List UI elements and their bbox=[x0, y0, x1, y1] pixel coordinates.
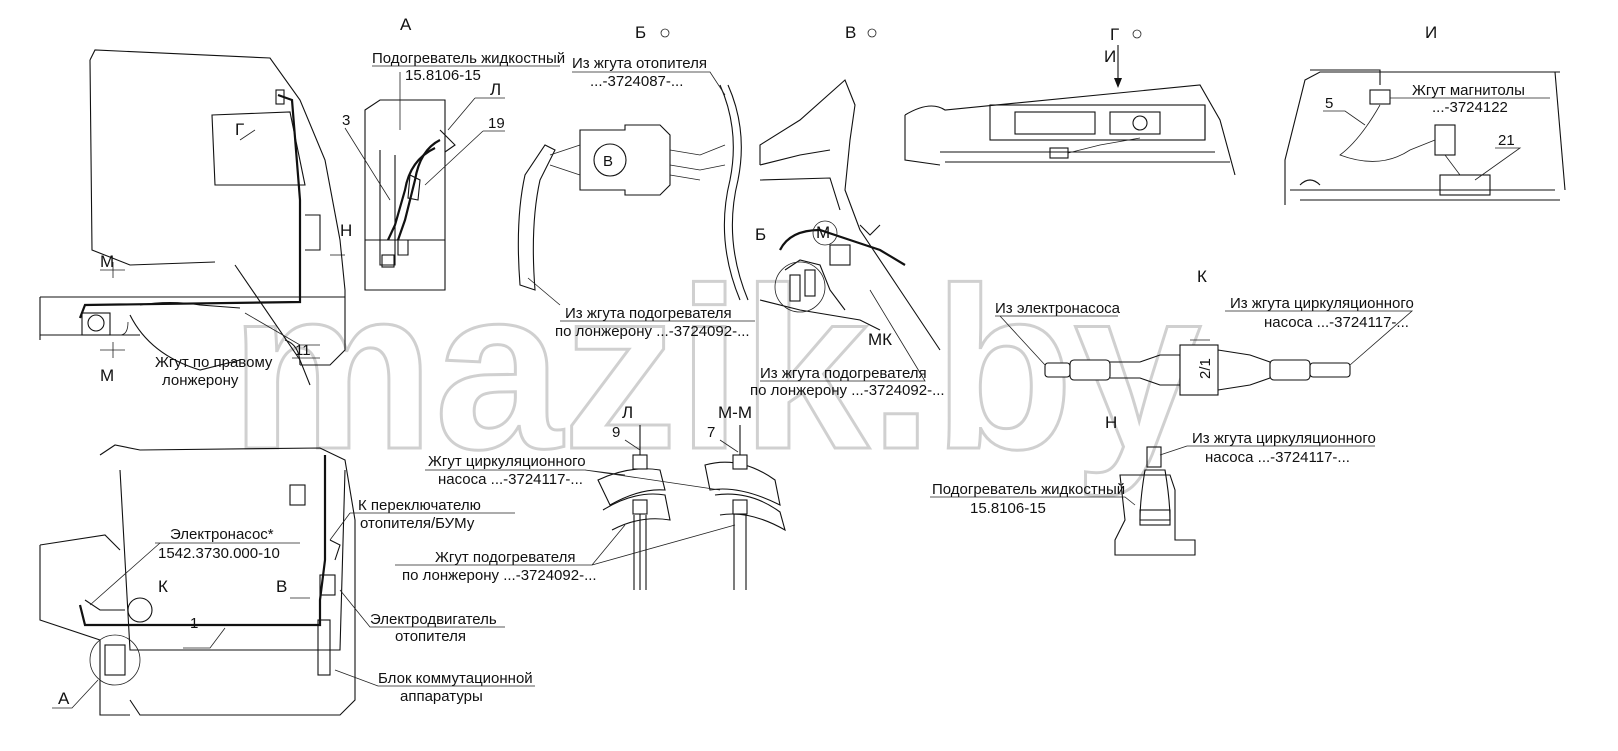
item-21-number: 21 bbox=[1498, 132, 1515, 149]
view-v-front-label: В bbox=[276, 577, 287, 596]
view-v-label: В bbox=[845, 23, 856, 42]
preheater-harness-line2: по лонжерону ...-3724092-... bbox=[402, 567, 597, 584]
view-b-label: Б bbox=[635, 23, 646, 42]
view-b-connector: В bbox=[517, 84, 749, 301]
switch-block-line1: Блок коммутационной bbox=[378, 670, 533, 687]
preheater-harness-line1: Жгут подогревателя bbox=[435, 549, 575, 566]
view-n-left-label: Н bbox=[340, 221, 352, 240]
view-v-frame bbox=[759, 79, 941, 351]
heater-motor-line2: отопителя bbox=[395, 628, 466, 645]
truck-front-view bbox=[39, 444, 356, 716]
view-i-arrow-label: И bbox=[1104, 47, 1116, 66]
from-heater-harness-line1: Из жгута отопителя bbox=[572, 55, 707, 72]
view-g-dashboard bbox=[904, 84, 1236, 176]
view-k-pump: 2/1 bbox=[1044, 339, 1351, 396]
to-switch-line2: отопителя/БУМу bbox=[360, 515, 475, 532]
from-electropump-label: Из электронасоса bbox=[995, 300, 1121, 317]
from-preheater-frame2-line2: по лонжерону ...-3724092-... bbox=[750, 382, 945, 399]
right-frame-harness-label-line2: лонжерону bbox=[162, 372, 239, 389]
truck-side-view bbox=[39, 49, 346, 386]
view-l-label: Л bbox=[490, 80, 501, 99]
electropump-line2: 1542.3730.000-10 bbox=[158, 545, 280, 562]
heater-label-line1: Подогреватель жидкостный bbox=[372, 50, 565, 67]
section-l bbox=[597, 425, 671, 590]
heater2-line2: 15.8106-15 bbox=[970, 500, 1046, 517]
radio-harness-line1: Жгут магнитолы bbox=[1412, 82, 1525, 99]
view-b-cab-label: Б bbox=[755, 225, 766, 244]
view-i-radio bbox=[1284, 69, 1566, 205]
circ-pump-harness-line1: Жгут циркуляционного bbox=[428, 453, 586, 470]
view-a-bottom-label: А bbox=[58, 689, 70, 708]
switch-block-line2: аппаратуры bbox=[400, 688, 483, 705]
item-1-number: 1 bbox=[190, 615, 198, 632]
item-3-number: 3 bbox=[342, 112, 350, 129]
view-n-right-label: Н bbox=[1105, 413, 1117, 432]
heater2-line1: Подогреватель жидкостный bbox=[932, 481, 1125, 498]
view-k-label: К bbox=[1197, 267, 1207, 286]
view-g-label: Г bbox=[1110, 25, 1119, 44]
from-circ-pump-line2: насоса ...-3724117-... bbox=[1264, 314, 1409, 331]
section-l-label: Л bbox=[622, 403, 633, 422]
view-m-detail-label: М bbox=[816, 223, 830, 242]
view-m-lower-label: М bbox=[100, 366, 114, 385]
from-preheater-frame-line2: по лонжерону ...-3724092-... bbox=[555, 323, 750, 340]
view-n-heater bbox=[1114, 446, 1196, 556]
view-k-front-label: К bbox=[158, 577, 168, 596]
connector-b-mark: В bbox=[603, 153, 613, 170]
watermark: mazik.by bbox=[230, 240, 1202, 497]
view-a-top-label: А bbox=[400, 15, 412, 34]
from-circ-pump2-line2: насоса ...-3724117-... bbox=[1205, 449, 1350, 466]
item-19-number: 19 bbox=[488, 115, 505, 132]
to-switch-line1: К переключателю bbox=[358, 497, 481, 514]
circ-pump-harness-line2: насоса ...-3724117-... bbox=[438, 471, 583, 488]
heater-label-line2: 15.8106-15 bbox=[405, 67, 481, 84]
heater-motor-line1: Электродвигатель bbox=[370, 611, 497, 628]
radio-harness-line2: ...-3724122 bbox=[1432, 99, 1508, 116]
item-7-number: 7 bbox=[707, 424, 715, 441]
item-5-number: 5 bbox=[1325, 95, 1333, 112]
view-a-heater bbox=[364, 99, 456, 291]
from-preheater-frame-line1: Из жгута подогревателя bbox=[565, 305, 732, 322]
section-mm-label: М-М bbox=[718, 403, 752, 422]
right-frame-harness-label-line1: Жгут по правому bbox=[155, 354, 273, 371]
view-mk-label: МК bbox=[868, 330, 892, 349]
section-mm bbox=[704, 425, 786, 590]
from-heater-harness-line2: ...-3724087-... bbox=[590, 73, 683, 90]
from-circ-pump2-line1: Из жгута циркуляционного bbox=[1192, 430, 1376, 447]
item-11-number: 11 bbox=[295, 342, 311, 359]
pump-mark: 2/1 bbox=[1197, 358, 1214, 379]
electropump-line1: Электронасос* bbox=[170, 526, 274, 543]
from-preheater-frame2-line1: Из жгута подогревателя bbox=[760, 365, 927, 382]
item-9-number: 9 bbox=[612, 424, 620, 441]
view-i-label: И bbox=[1425, 23, 1437, 42]
from-circ-pump-line1: Из жгута циркуляционного bbox=[1230, 295, 1414, 312]
view-m-upper-label: М bbox=[100, 252, 114, 271]
view-g-cab-label: Г bbox=[235, 120, 244, 139]
